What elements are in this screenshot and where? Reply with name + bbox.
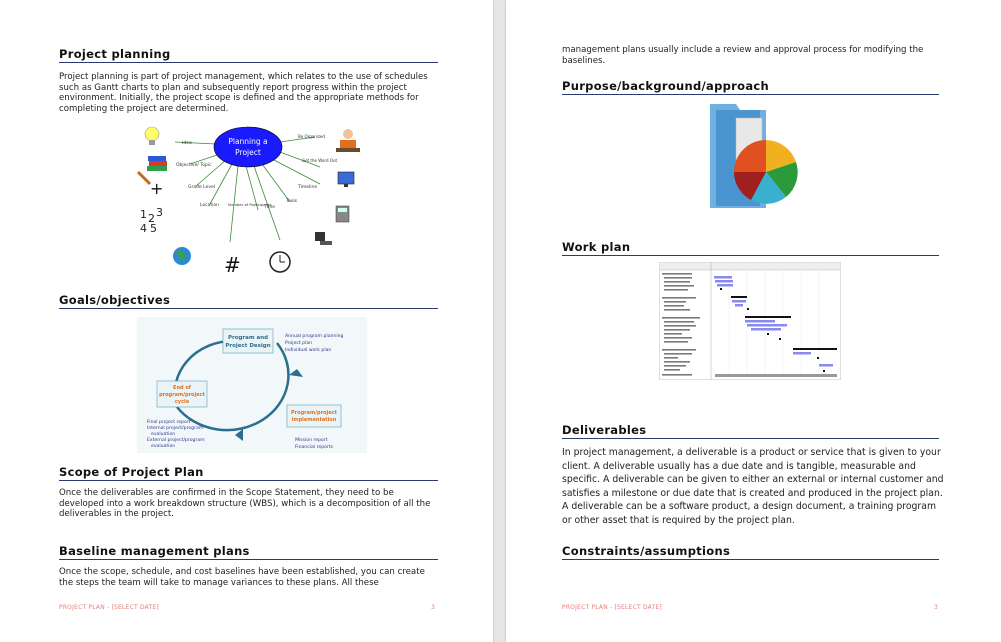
document-page-left: Project planning Project planning is par… [0,0,493,642]
paragraph-project-planning: Project planning is part of project mana… [59,72,428,114]
cycle-note-final-report: Final project report [147,419,191,425]
cycle-implementation-1: Program/project [291,410,338,416]
cycle-end-3: cycle [175,399,190,405]
svg-text:+: + [150,179,163,198]
paragraph-continued: management plans usually include a revie… [562,45,924,66]
heading-goals-objectives: Goals/objectives [59,293,438,309]
program-cycle-image: Program and Project Design End of progra… [137,317,367,453]
paragraph-scope: Once the deliverables are confirmed in t… [59,488,431,520]
cycle-note-annual: Annual program planning [285,333,344,339]
mindmap-node-participants: Number of Participants [228,202,272,207]
calculator-icon [335,205,350,223]
heading-baseline: Baseline management plans [59,544,438,560]
books-icon [147,156,167,171]
cycle-note-external: External project/program [147,437,205,443]
cycle-note-work-plan: Individual work plan [285,347,331,353]
document-page-right: management plans usually include a revie… [506,0,1001,642]
globe-icon [173,247,191,265]
footer-page-number: 3 [934,604,939,611]
heading-deliverables: Deliverables [562,423,939,439]
cycle-program-design-2: Project Design [225,343,270,349]
laptop-icon [315,232,332,245]
cycle-note-external-eval: evaluation [151,443,175,449]
svg-text:1: 1 [140,208,147,221]
heading-scope: Scope of Project Plan [59,465,438,481]
cycle-note-mission: Mission report [295,437,328,443]
planning-mindmap-image: Planning a Project Idea Objective/ Topic… [136,126,360,274]
svg-text:4: 4 [140,222,147,235]
mindmap-node-idea: Idea [182,140,192,146]
lightbulb-icon [144,126,160,145]
cycle-note-project-plan: Project plan [285,340,312,346]
folder-pie-image [710,104,798,208]
svg-text:5: 5 [150,222,157,235]
mindmap-node-topic: Objective/ Topic [176,162,212,168]
monitor-icon [337,171,355,187]
cycle-note-financial: Financial reports [295,444,334,450]
svg-text:2: 2 [148,212,155,225]
mindmap-center-line2: Project [235,148,261,157]
cycle-note-internal-eval: evaluation [151,431,175,437]
heading-purpose: Purpose/background/approach [562,79,939,95]
mindmap-node-tools: Tools [285,198,298,204]
cycle-program-design-1: Program and [228,335,268,341]
footer-page-number: 3 [431,604,436,611]
mindmap-node-time: Time [263,204,275,210]
heading-constraints: Constraints/assumptions [562,544,939,560]
heading-work-plan: Work plan [562,240,939,256]
paragraph-baseline: Once the scope, schedule, and cost basel… [59,567,425,588]
paragraph-deliverables: In project management, a deliverable is … [562,447,944,526]
clock-icon [269,251,291,273]
mindmap-node-organized: Be Organized [298,134,325,139]
mindmap-node-location: Location [200,202,219,208]
mindmap-center-line1: Planning a [228,137,267,146]
cycle-end-2: program/project [159,392,205,398]
pencil-plus-icon: + [136,170,163,198]
gantt-chart-image [659,262,841,380]
heading-project-planning: Project planning [59,47,438,63]
hash-icon: # [224,253,241,274]
mindmap-node-grade: Grade Level [188,184,215,190]
person-desk-icon [336,129,360,152]
cycle-note-internal: Internal project/program [147,425,204,431]
cycle-end-1: End of [173,385,192,391]
footer-text: PROJECT PLAN - [SELECT DATE] [59,604,159,611]
mindmap-node-timeline: Timeline [297,184,317,190]
mindmap-node-wordout: Get the Word Out [302,158,337,163]
svg-text:3: 3 [156,206,163,219]
cycle-implementation-2: implementation [292,417,337,423]
footer-text: PROJECT PLAN - [SELECT DATE] [562,604,662,611]
